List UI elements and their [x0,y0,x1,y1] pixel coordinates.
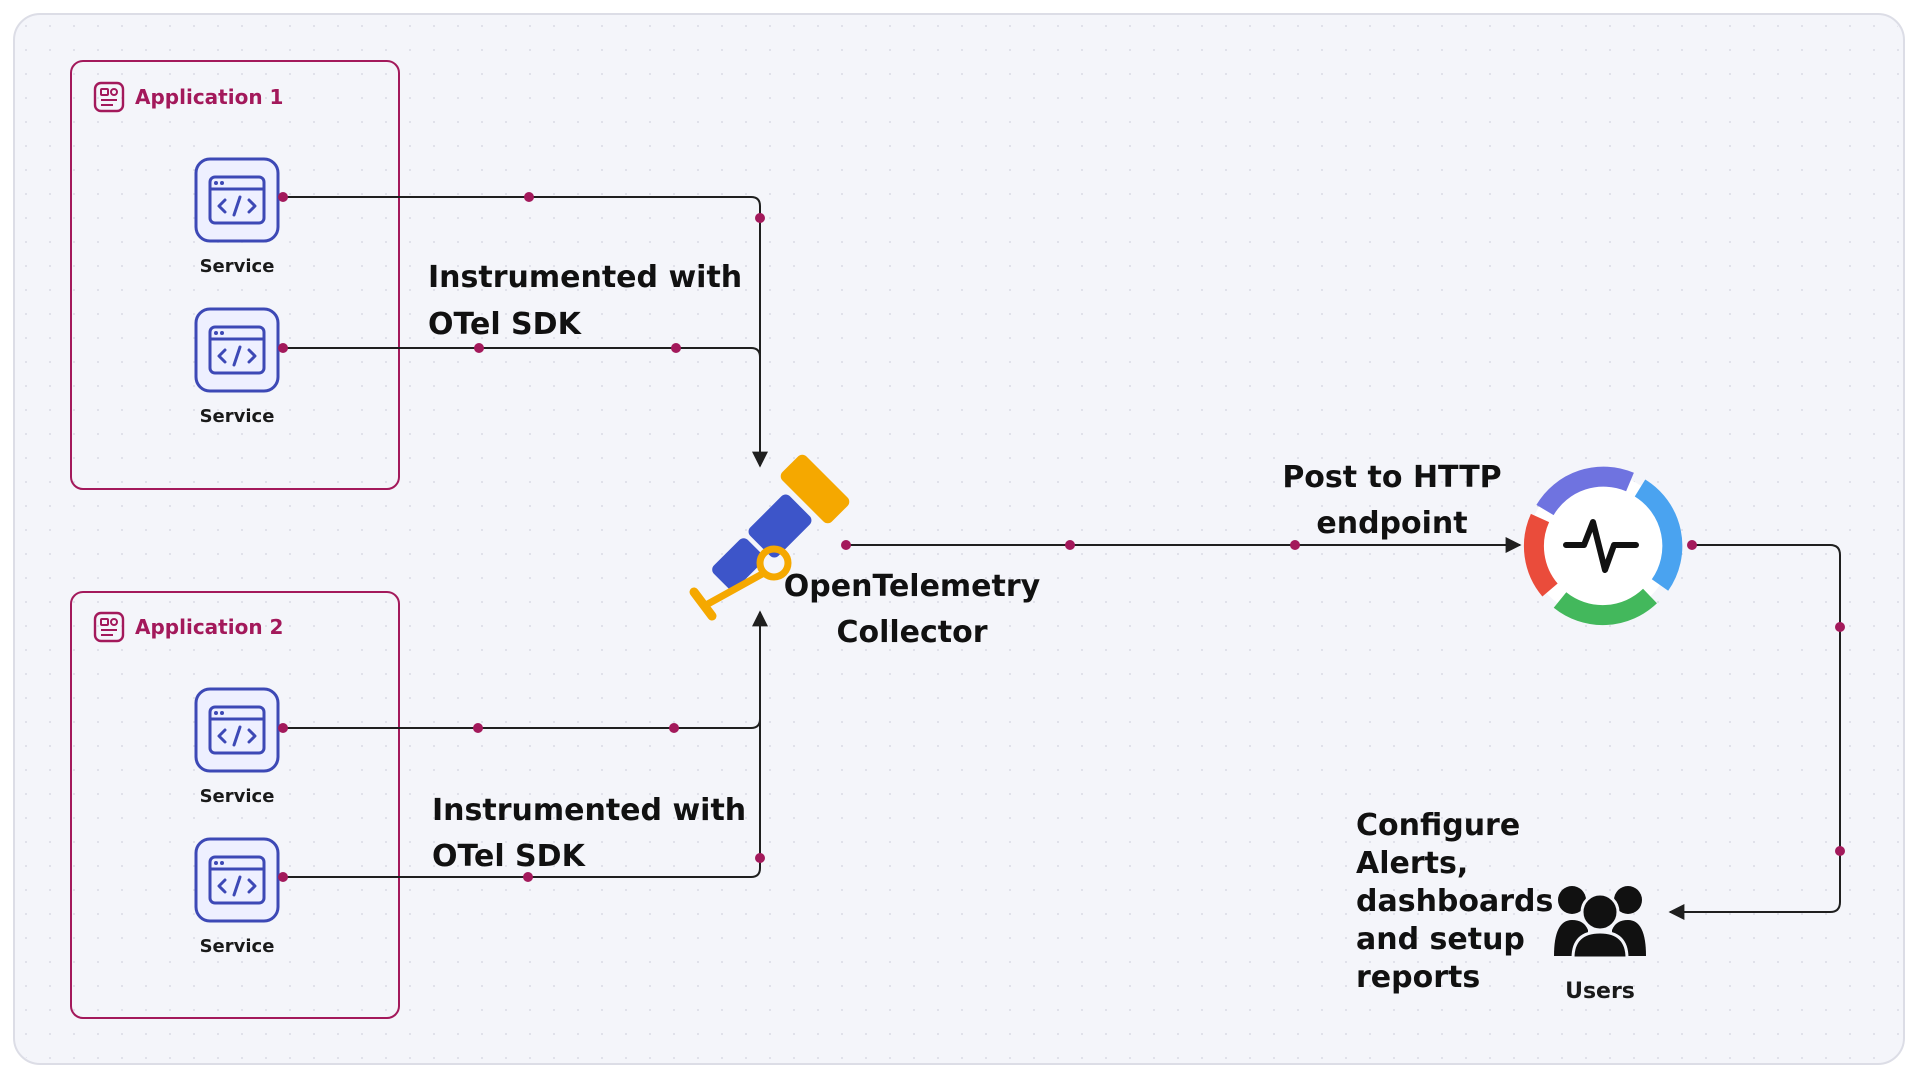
connector-dot [523,872,533,882]
connector-service2-collector[interactable] [283,347,761,420]
heartbeat-monitor-icon[interactable] [1523,466,1683,626]
application-1-container[interactable] [70,60,400,490]
code-window-icon[interactable] [194,837,280,923]
collector-label-line2: Collector [836,615,987,650]
configure-line-1: Configure [1356,808,1520,843]
opentelemetry-telescope-icon[interactable] [689,452,852,621]
connector-dot [669,723,679,733]
edge-label-post-line2: endpoint [1316,506,1467,541]
service-label: Service [200,406,275,427]
service-label: Service [200,936,275,957]
connector-service4-collector[interactable] [283,700,761,878]
configure-line-2: Alerts, [1356,846,1468,881]
code-window-icon[interactable] [194,307,280,393]
configure-line-4: and setup [1356,922,1525,957]
connector-dot [755,853,765,863]
users-group-icon[interactable] [1554,886,1646,960]
connector-service1-collector[interactable] [283,196,768,468]
configure-line-5: reports [1356,960,1480,995]
application-2-container[interactable] [70,591,400,1019]
edge-label-bottom-line2: OTel SDK [432,839,587,874]
application-1-title: Application 1 [135,85,283,109]
canvas-grid [16,16,1902,1062]
connector-dot [1687,540,1697,550]
connector-dot [671,343,681,353]
connector-dot [524,192,534,202]
collector-label-line1: OpenTelemetry [784,569,1041,604]
code-window-icon[interactable] [194,687,280,773]
connector-dot [278,343,288,353]
edge-label-top-line2: OTel SDK [428,307,583,342]
edge-label-bottom-line1: Instrumented with [432,793,746,828]
connector-dot [841,540,851,550]
edge-label-post-line1: Post to HTTP [1282,460,1501,495]
connector-dot [474,343,484,353]
connector-dot [1065,540,1075,550]
service-label: Service [200,256,275,277]
connector-monitor-users[interactable] [1668,544,1841,920]
connector-dot [278,192,288,202]
connector-dot [755,213,765,223]
code-window-icon[interactable] [194,157,280,243]
connector-dot [473,723,483,733]
connector-dot [278,723,288,733]
users-label: Users [1565,979,1635,1004]
connector-dot [1835,846,1845,856]
application-2-title: Application 2 [135,615,283,639]
service-label: Service [200,786,275,807]
connector-dot [1835,622,1845,632]
edge-label-top-line1: Instrumented with [428,260,742,295]
connector-dot [278,872,288,882]
connector-dot [1290,540,1300,550]
configure-line-3: dashboards [1356,884,1553,919]
